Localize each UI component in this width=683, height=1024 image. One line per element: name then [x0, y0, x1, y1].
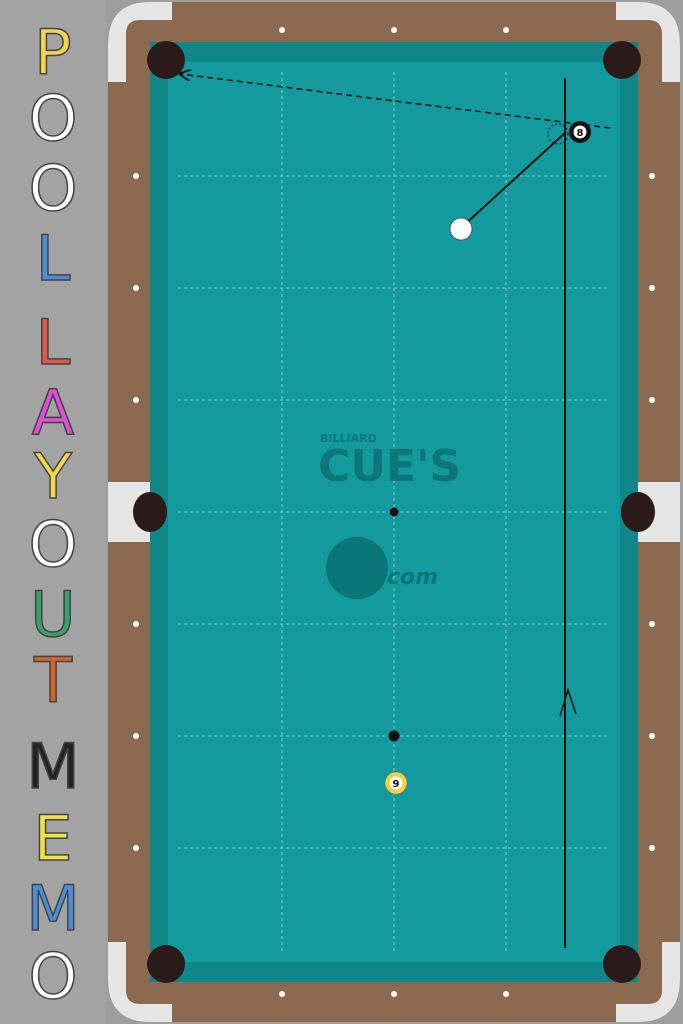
pocket-side-left: [133, 492, 167, 532]
corner-plate-bottom-right: [616, 942, 680, 1022]
direction-arrow: [559, 687, 577, 717]
cue-stroke-line: [461, 131, 567, 228]
eight-ball-label: 8: [577, 128, 584, 139]
pockets: [133, 41, 655, 983]
title-letter: Y: [33, 440, 72, 513]
center-spot: [389, 507, 399, 517]
title-letter: P: [34, 16, 73, 89]
title-letter: E: [33, 802, 74, 875]
title-letter: O: [28, 940, 78, 1013]
watermark-small-text: BILLIARD: [320, 432, 377, 445]
title-letter: L: [35, 306, 71, 379]
title-letter: U: [30, 578, 77, 651]
corner-plate-top-right: [616, 2, 680, 82]
watermark-com-text: com: [387, 565, 438, 590]
nine-ball-label: 9: [393, 779, 400, 790]
pocket-side-right: [621, 492, 655, 532]
title-sidebar: P O O L L A Y O U T M E M O: [0, 0, 106, 1024]
corner-plate-bottom-left: [108, 942, 172, 1022]
title-letter: A: [31, 376, 75, 449]
pool-table[interactable]: BILLIARD CUE'S com 8 9: [106, 0, 683, 1024]
rail-diamonds: [133, 27, 655, 997]
title-letter: L: [35, 222, 71, 295]
nine-ball[interactable]: 9: [384, 771, 408, 795]
eight-ball[interactable]: 8: [569, 121, 591, 143]
foot-spot: [388, 730, 400, 742]
ghost-ball: [547, 123, 569, 145]
pocket-top-left: [147, 41, 185, 79]
watermark-large-text: CUE'S: [318, 441, 461, 492]
object-ball-path: [180, 74, 611, 129]
title-letter: M: [26, 872, 81, 945]
pocket-bottom-right: [603, 945, 641, 983]
pocket-bottom-left: [147, 945, 185, 983]
title-letter: M: [26, 730, 81, 803]
pocket-top-right: [603, 41, 641, 79]
cue-ball[interactable]: [449, 217, 473, 241]
title-letter: T: [33, 644, 72, 717]
title-letter: O: [28, 82, 78, 155]
watermark-emblem: [326, 537, 388, 599]
title-letter: O: [28, 152, 78, 225]
watermark-logo: BILLIARD CUE'S com: [318, 432, 461, 599]
corner-plate-top-left: [108, 2, 172, 82]
title-letter: O: [28, 508, 78, 581]
